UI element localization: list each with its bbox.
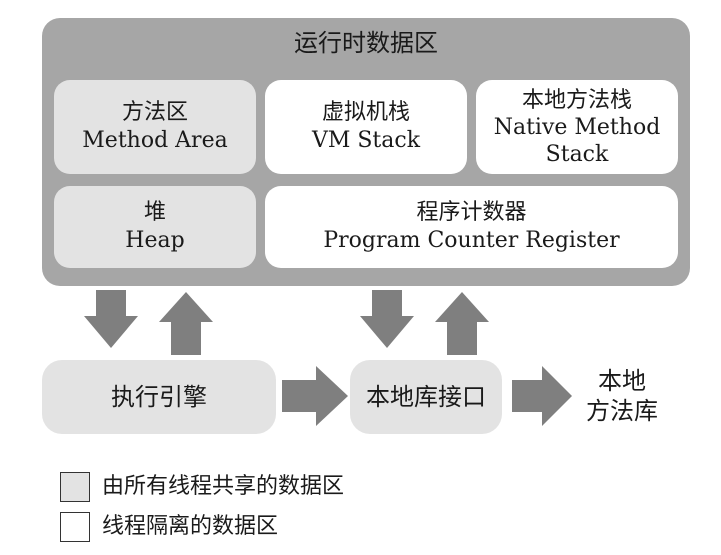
legend-shared-label: 由所有线程共享的数据区 [102,474,345,499]
vm-stack-label-zh: 虚拟机栈 [321,100,410,125]
program-counter-label-en: Program Counter Register [323,228,620,253]
native-method-stack-label-zh: 本地方法栈 [521,87,632,113]
program-counter-label-zh: 程序计数器 [416,200,527,225]
heap-box: 堆 Heap [54,186,256,268]
native-method-stack-label-en-2: Stack [545,141,609,167]
heap-label-zh: 堆 [143,200,166,225]
right-arrow-icon [512,366,572,426]
vm-stack-label-en: VM Stack [311,128,421,153]
native-method-stack-box: 本地方法栈 Native Method Stack [476,80,678,174]
method-area-label-zh: 方法区 [121,100,188,125]
up-arrow-icon [435,292,489,355]
method-area-box: 方法区 Method Area [54,80,256,174]
native-interface-label: 本地库接口 [366,383,486,411]
execution-engine-label: 执行引擎 [111,383,207,411]
vm-stack-box: 虚拟机栈 VM Stack [265,80,467,174]
legend-isolated-swatch [60,512,90,542]
program-counter-box: 程序计数器 Program Counter Register [265,186,678,268]
up-arrow-icon [159,292,213,355]
native-method-stack-label-en-1: Native Method [493,114,661,140]
legend-isolated-label: 线程隔离的数据区 [102,514,279,539]
runtime-data-area-title: 运行时数据区 [294,29,438,57]
method-area-label-en: Method Area [82,128,228,153]
native-library-line-1: 本地 [598,367,646,395]
native-method-library: 本地 方法库 [576,366,668,426]
down-arrow-icon [360,290,414,348]
right-arrow-icon [282,366,348,426]
heap-label-en: Heap [125,228,185,253]
legend-shared-swatch [60,472,90,502]
native-library-line-2: 方法库 [586,397,658,425]
down-arrow-icon [84,290,138,348]
native-interface-box: 本地库接口 [350,360,502,434]
execution-engine-box: 执行引擎 [42,360,276,434]
